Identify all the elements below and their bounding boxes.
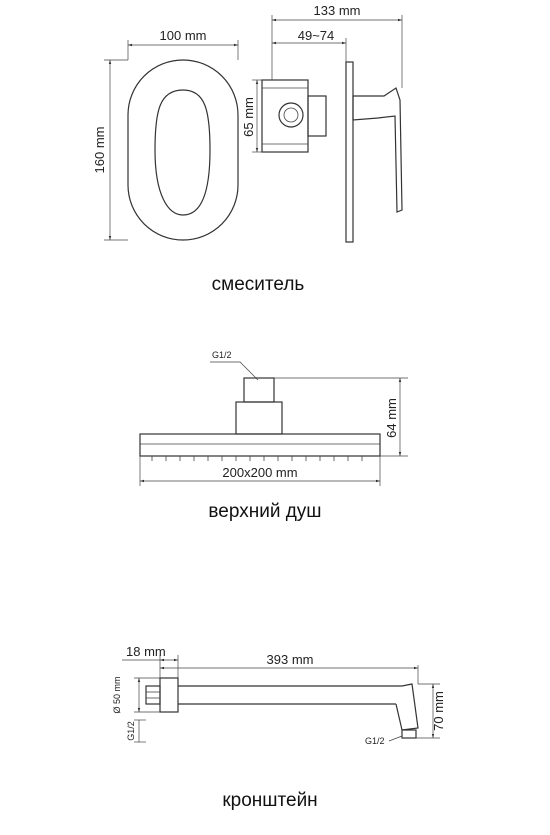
bracket-drop-label: 70 mm [431,691,446,731]
head-shower-plate [139,433,381,457]
mixer-caption: смеситель [212,274,305,295]
mixer-depth-range-label: 49~74 [298,28,335,43]
bracket-caption: кронштейн [222,790,317,811]
bracket-flange-depth-label: 18 mm [126,644,166,659]
bracket-length-label: 393 mm [267,652,314,667]
mixer-side-cartridge [307,95,327,137]
bracket-inlet-thread [145,685,161,705]
mixer-body-height-label: 65 mm [241,97,256,137]
head-shower-drawing: G1/2 64 mm 200x200 mm верхний душ [139,350,408,522]
head-shower-height-label: 64 mm [384,398,399,438]
head-shower-connector [235,401,283,435]
head-shower-thread [243,377,275,403]
head-shower-thread-label: G1/2 [212,350,232,360]
head-shower-caption: верхний душ [208,501,321,522]
mixer-width-label: 100 mm [160,28,207,43]
mixer-depth-total-label: 133 mm [314,3,361,18]
bracket-diameter-label: Ø 50 mm [112,676,122,713]
bracket-thread-left-label: G1/2 [126,721,136,741]
bracket-outlet [401,729,417,739]
bracket-elbow [395,683,419,731]
mixer-height-label: 160 mm [92,127,107,174]
mixer-side-plate [345,61,354,243]
mixer-side-body [261,79,309,153]
head-shower-nozzles [151,456,363,461]
mixer-front-plate [127,59,239,241]
bracket-drawing: 18 mm 393 mm Ø 50 mm G1/2 G1/2 70 mm кро… [112,644,446,811]
mixer-side-port [278,102,304,128]
mixer-drawing: 100 mm 160 mm 133 mm 49~74 65 mm смесите… [92,3,403,295]
bracket-flange [159,677,179,713]
head-shower-size-label: 200x200 mm [222,465,297,480]
bracket-thread-right-label: G1/2 [365,736,385,746]
mixer-side-lever [352,87,403,213]
mixer-front-handle [154,89,211,216]
